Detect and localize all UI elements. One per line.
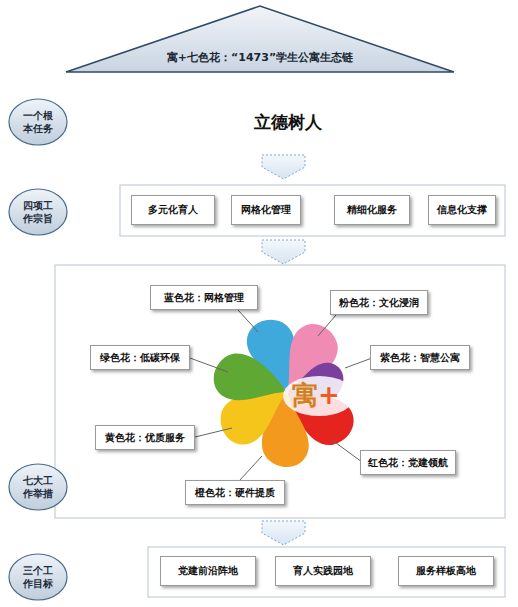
measure-box: 红色花：党建领航 <box>360 450 456 475</box>
node-text: 蓝色花：网格管理 <box>164 292 244 304</box>
section-oval: 七大工作举措 <box>8 463 68 511</box>
section-oval: 三个工作目标 <box>8 553 68 601</box>
down-chevron <box>262 240 305 264</box>
node-text: 服务样板高地 <box>416 565 476 577</box>
task-box: 立德树人 <box>75 95 500 150</box>
node-text: 红色花：党建领航 <box>368 457 448 469</box>
principle-box: 网格化管理 <box>231 195 301 225</box>
node-text: 寓+七色花：“1473”学生公寓生态链 <box>65 50 455 65</box>
node-text: 信息化支撑 <box>437 204 487 216</box>
node-text: 育人实践园地 <box>293 565 353 577</box>
measure-box: 橙色花：硬件提质 <box>185 480 285 505</box>
oval-outline <box>8 553 68 601</box>
measure-box: 粉色花：文化浸润 <box>330 290 428 315</box>
oval-outline <box>8 463 68 511</box>
section-frame <box>55 265 505 518</box>
measure-box: 绿色花：低碳环保 <box>90 345 190 370</box>
principle-box: 多元化育人 <box>131 195 215 225</box>
node-text: 立德树人 <box>254 111 322 134</box>
node-text: 橙色花：硬件提质 <box>195 487 275 499</box>
node-text: 三个工作目标 <box>20 564 56 590</box>
node-text: 一个根本任务 <box>20 109 56 135</box>
node-text: 绿色花：低碳环保 <box>100 352 180 364</box>
flower-illustration <box>208 314 363 469</box>
oval-outline <box>8 188 68 236</box>
node-text: 粉色花：文化浸润 <box>339 297 419 309</box>
measure-box: 紫色花：智慧公寓 <box>370 345 470 370</box>
down-chevron <box>262 521 305 545</box>
node-text: 精细化服务 <box>347 204 397 216</box>
node-text: 四项工作宗旨 <box>20 199 56 225</box>
goal-box: 服务样板高地 <box>398 556 494 586</box>
node-text: 党建前沿阵地 <box>178 565 238 577</box>
down-chevron <box>262 155 305 179</box>
goal-box: 党建前沿阵地 <box>160 556 256 586</box>
measure-box: 蓝色花：网格管理 <box>150 285 258 310</box>
title-roof: 寓+七色花：“1473”学生公寓生态链 <box>65 5 455 73</box>
principle-box: 信息化支撑 <box>428 195 496 225</box>
node-text: 多元化育人 <box>148 204 198 216</box>
flower-center-label: 寓+ <box>292 378 340 413</box>
node-text: 网格化管理 <box>241 204 291 216</box>
section-oval: 四项工作宗旨 <box>8 188 68 236</box>
principle-box: 精细化服务 <box>334 195 410 225</box>
goal-box: 育人实践园地 <box>275 556 371 586</box>
section-oval: 一个根本任务 <box>8 98 68 146</box>
oval-outline <box>8 98 68 146</box>
measure-box: 黄色花：优质服务 <box>95 425 195 450</box>
node-text: 七大工作举措 <box>20 474 56 500</box>
node-text: 黄色花：优质服务 <box>105 432 185 444</box>
leader-lines <box>190 310 372 480</box>
section-frame <box>148 547 505 597</box>
section-frame <box>120 185 505 236</box>
node-text: 紫色花：智慧公寓 <box>380 352 460 364</box>
